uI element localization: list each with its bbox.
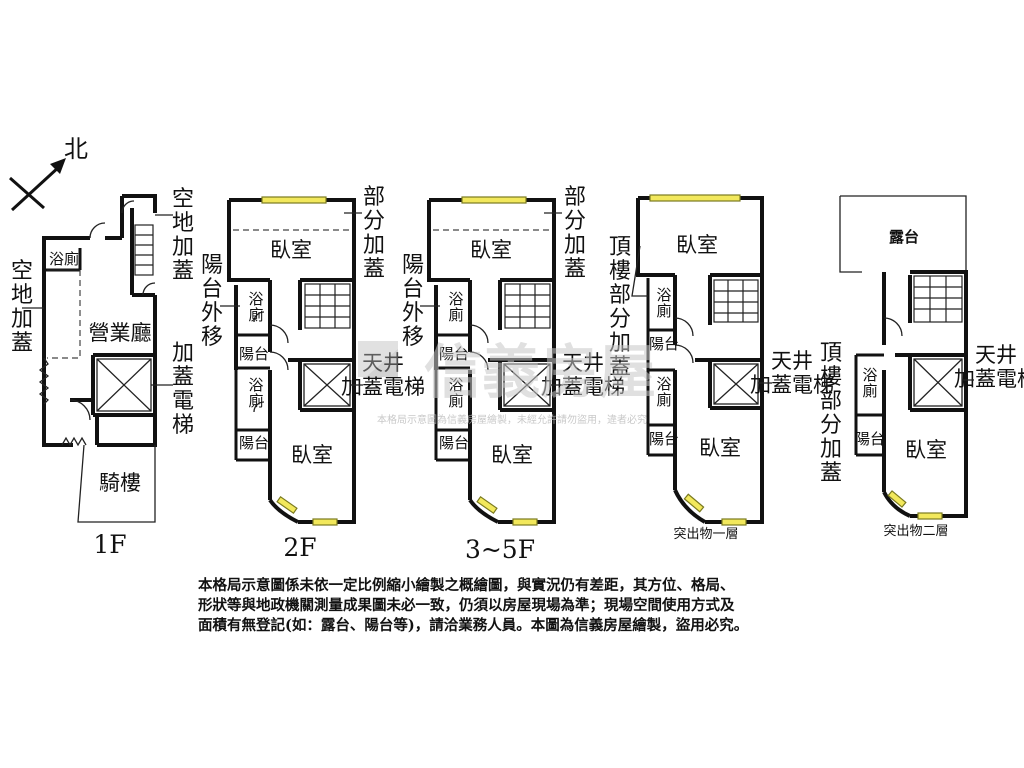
note-left: 陽台外移 xyxy=(201,253,223,350)
floor-label-3-5f: 3~5F xyxy=(465,535,535,564)
room-bath-1: 浴廁 xyxy=(248,290,263,324)
note-elevator: 加蓋電梯 xyxy=(954,367,1024,391)
note-left: 陽台外移 xyxy=(402,253,424,350)
room-bath-2: 浴廁 xyxy=(448,376,463,410)
note-elevator: 加蓋電梯 xyxy=(341,375,425,399)
floor-label-1f: 1F xyxy=(93,530,126,559)
compass: 北 xyxy=(9,135,88,212)
compass-north-label: 北 xyxy=(64,135,88,163)
floor-label-2f: 2F xyxy=(283,533,316,562)
room-balcony-1: 陽台 xyxy=(439,345,469,363)
watermark-brand: 信義房屋 xyxy=(424,338,656,406)
floor-protrusion-2: 露台 浴廁 陽台 臥室 突出物二層 頂樓部分加蓋 天井 加蓋電梯 xyxy=(820,195,1024,539)
room-bath-2: 浴廁 xyxy=(248,376,263,410)
room-bedroom-bottom: 臥室 xyxy=(699,436,741,460)
floor-1f: 浴廁 營業廳 騎樓 1F 空地加蓋 空地加蓋 加蓋電梯 xyxy=(11,187,194,559)
room-balcony-1: 陽台 xyxy=(239,345,269,363)
room-hall: 營業廳 xyxy=(89,321,152,345)
note-shaft: 天井 xyxy=(771,349,813,373)
floor-label-protrusion-2: 突出物二層 xyxy=(883,523,948,539)
room-bedroom-top: 臥室 xyxy=(270,238,312,262)
room-bath-2: 浴廁 xyxy=(656,375,671,409)
floor-protrusion-1: 臥室 浴廁 陽台 浴廁 陽台 臥室 突出物一層 頂樓部分加蓋 天井 加蓋電梯 xyxy=(609,194,834,542)
room-bath: 浴廁 xyxy=(49,250,79,268)
room-bedroom: 臥室 xyxy=(905,438,947,462)
floor-label-protrusion-1: 突出物一層 xyxy=(673,526,738,542)
disclaimer-line: 面積有無登記(如：露台、陽台等)，請洽業務人員。本圖為信義房屋繪製，盜用必究。 xyxy=(198,617,749,634)
room-balcony-2: 陽台 xyxy=(649,430,679,448)
watermark: 信義房屋 本格局示意圖為信義房屋繪製，未經允許請勿盜用，違者必究 xyxy=(358,338,656,426)
note-elevator: 加蓋電梯 xyxy=(750,373,834,397)
note-top-right: 部分加蓋 xyxy=(363,185,385,282)
room-bedroom-bottom: 臥室 xyxy=(491,443,533,467)
room-arcade: 騎樓 xyxy=(99,471,141,495)
floor-3-5f: 臥室 浴廁 陽台 浴廁 陽台 臥室 3~5F 陽台外移 部分加蓋 天井 加蓋電梯 xyxy=(402,185,625,564)
elevator-shaft xyxy=(713,363,759,405)
note-left: 頂樓部分加蓋 xyxy=(609,235,631,380)
note-top-right: 空地加蓋 xyxy=(172,187,194,284)
room-bath: 浴廁 xyxy=(862,366,877,400)
room-balcony-1: 陽台 xyxy=(649,335,679,353)
room-balcony-2: 陽台 xyxy=(439,434,469,452)
note-top-right: 部分加蓋 xyxy=(564,185,586,282)
elevator-shaft xyxy=(96,358,152,412)
room-bath-1: 浴廁 xyxy=(448,290,463,324)
disclaimer-line: 本格局示意圖係未依一定比例縮小繪製之概繪圖，與實況仍有差距，其方位、格局、 xyxy=(198,577,735,594)
note-shaft: 天井 xyxy=(562,351,604,375)
watermark-line: 本格局示意圖為信義房屋繪製，未經允許請勿盜用，違者必究 xyxy=(377,413,647,426)
floor-2f: 臥室 浴廁 陽台 浴廁 陽台 臥室 2F 陽台外移 部分加蓋 天井 加蓋電梯 xyxy=(201,185,425,562)
room-bedroom-top: 臥室 xyxy=(470,238,512,262)
elevator-shaft xyxy=(913,358,963,407)
note-elevator: 加蓋電梯 xyxy=(541,375,625,399)
room-terrace: 露台 xyxy=(889,228,919,246)
room-bath-1: 浴廁 xyxy=(656,286,671,320)
note-elevator: 加蓋電梯 xyxy=(172,341,194,438)
note-shaft: 天井 xyxy=(975,343,1017,367)
note-shaft: 天井 xyxy=(362,351,404,375)
disclaimer-line: 形狀等與地政機關測量成果圖未必一致，仍須以房屋現場為準；現場空間使用方式及 xyxy=(198,597,735,614)
room-bedroom-top: 臥室 xyxy=(676,233,718,257)
note-left: 空地加蓋 xyxy=(11,259,33,356)
room-balcony: 陽台 xyxy=(855,430,885,448)
room-bedroom-bottom: 臥室 xyxy=(291,443,333,467)
note-left: 頂樓部分加蓋 xyxy=(820,341,842,486)
watermark-logo-icon xyxy=(358,341,398,377)
room-balcony-2: 陽台 xyxy=(239,434,269,452)
disclaimer-text: 本格局示意圖係未依一定比例縮小繪製之概繪圖，與實況仍有差距，其方位、格局、 形狀… xyxy=(198,576,838,636)
